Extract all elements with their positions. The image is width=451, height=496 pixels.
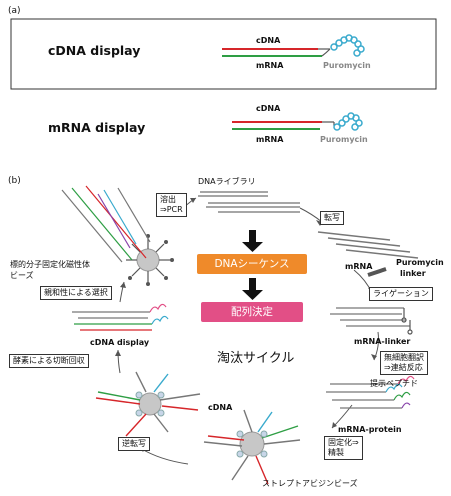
mrna-display-title: mRNA display	[48, 120, 146, 135]
puromycin-label-2: Puromycin	[320, 135, 368, 144]
dna-library-label: DNAライブラリ	[198, 177, 256, 186]
mrna-linker-label: mRNA-linker	[354, 337, 411, 346]
cdna-label-2: cDNA	[256, 104, 281, 113]
mrna-label: mRNA	[256, 61, 284, 70]
mrna-protein-strands	[326, 375, 415, 409]
mrna-strands	[317, 231, 419, 259]
cdna-bead-middle	[95, 371, 201, 437]
cdna-display-frame	[10, 18, 437, 90]
sequence-determination-button[interactable]: 配列決定	[201, 302, 303, 322]
eluted-strands	[61, 185, 151, 263]
mrna-label-2: mRNA	[256, 135, 284, 144]
affinity-selection-label: 親和性による選択	[40, 286, 112, 300]
translation-line-2: ⇒連結反応	[384, 363, 423, 372]
transcription-label: 転写	[320, 211, 344, 225]
reverse-transcription-label: 逆転写	[118, 437, 150, 451]
mrna-display-construct	[232, 112, 363, 131]
streptavidin-beads-label: ストレプトアビジンビーズ	[262, 479, 358, 488]
cdna-display-construct	[222, 34, 365, 57]
ligation-label: ライゲーション	[369, 287, 433, 301]
central-flow-arrows	[242, 230, 263, 300]
puromycin-label: Puromycin	[323, 61, 371, 70]
puromycin-linker-piece	[367, 267, 387, 277]
panel-b-tag: (b)	[8, 176, 21, 186]
cdna-stage-label: cDNA	[208, 403, 233, 412]
selection-cycle-label: 淘汰サイクル	[217, 351, 295, 366]
displayed-peptide-label: 提示ペプチド	[370, 379, 418, 388]
immobilize-line-2: 精製	[328, 448, 344, 457]
immobilize-purify-box: 固定化⇒ 精製	[324, 436, 363, 460]
elution-line-1: 溶出	[160, 195, 176, 204]
cdna-display-strands	[72, 303, 169, 331]
target-beads-label-2: ビーズ	[10, 271, 34, 280]
puromycin-linker-label-1: Puromycin	[396, 258, 444, 267]
panel-a-tag: (a)	[8, 6, 21, 16]
cdna-display-stage-label: cDNA display	[90, 338, 150, 347]
mrna-stage-label: mRNA	[345, 262, 373, 271]
mrna-protein-label: mRNA-protein	[338, 425, 402, 434]
enzyme-cleavage-label: 酵素による切断回収	[9, 354, 89, 368]
puromycin-linker-label-2: linker	[400, 269, 426, 278]
dna-library-strands	[198, 191, 300, 213]
cdna-label: cDNA	[256, 36, 281, 45]
streptavidin-bead-bottom	[203, 409, 301, 485]
mrna-linker-strands	[330, 307, 413, 335]
cdna-display-title: cDNA display	[48, 43, 141, 58]
translation-line-1: 無細胞翻訳	[384, 353, 424, 362]
elution-line-2: ⇒PCR	[160, 205, 183, 214]
cell-free-translation-box: 無細胞翻訳 ⇒連結反応	[380, 351, 428, 375]
dna-sequencing-button[interactable]: DNAシーケンス	[197, 254, 307, 274]
target-beads-label-1: 標的分子固定化磁性体	[10, 260, 90, 269]
elution-pcr-box: 溶出 ⇒PCR	[156, 193, 187, 217]
immobilize-line-1: 固定化⇒	[328, 438, 359, 447]
